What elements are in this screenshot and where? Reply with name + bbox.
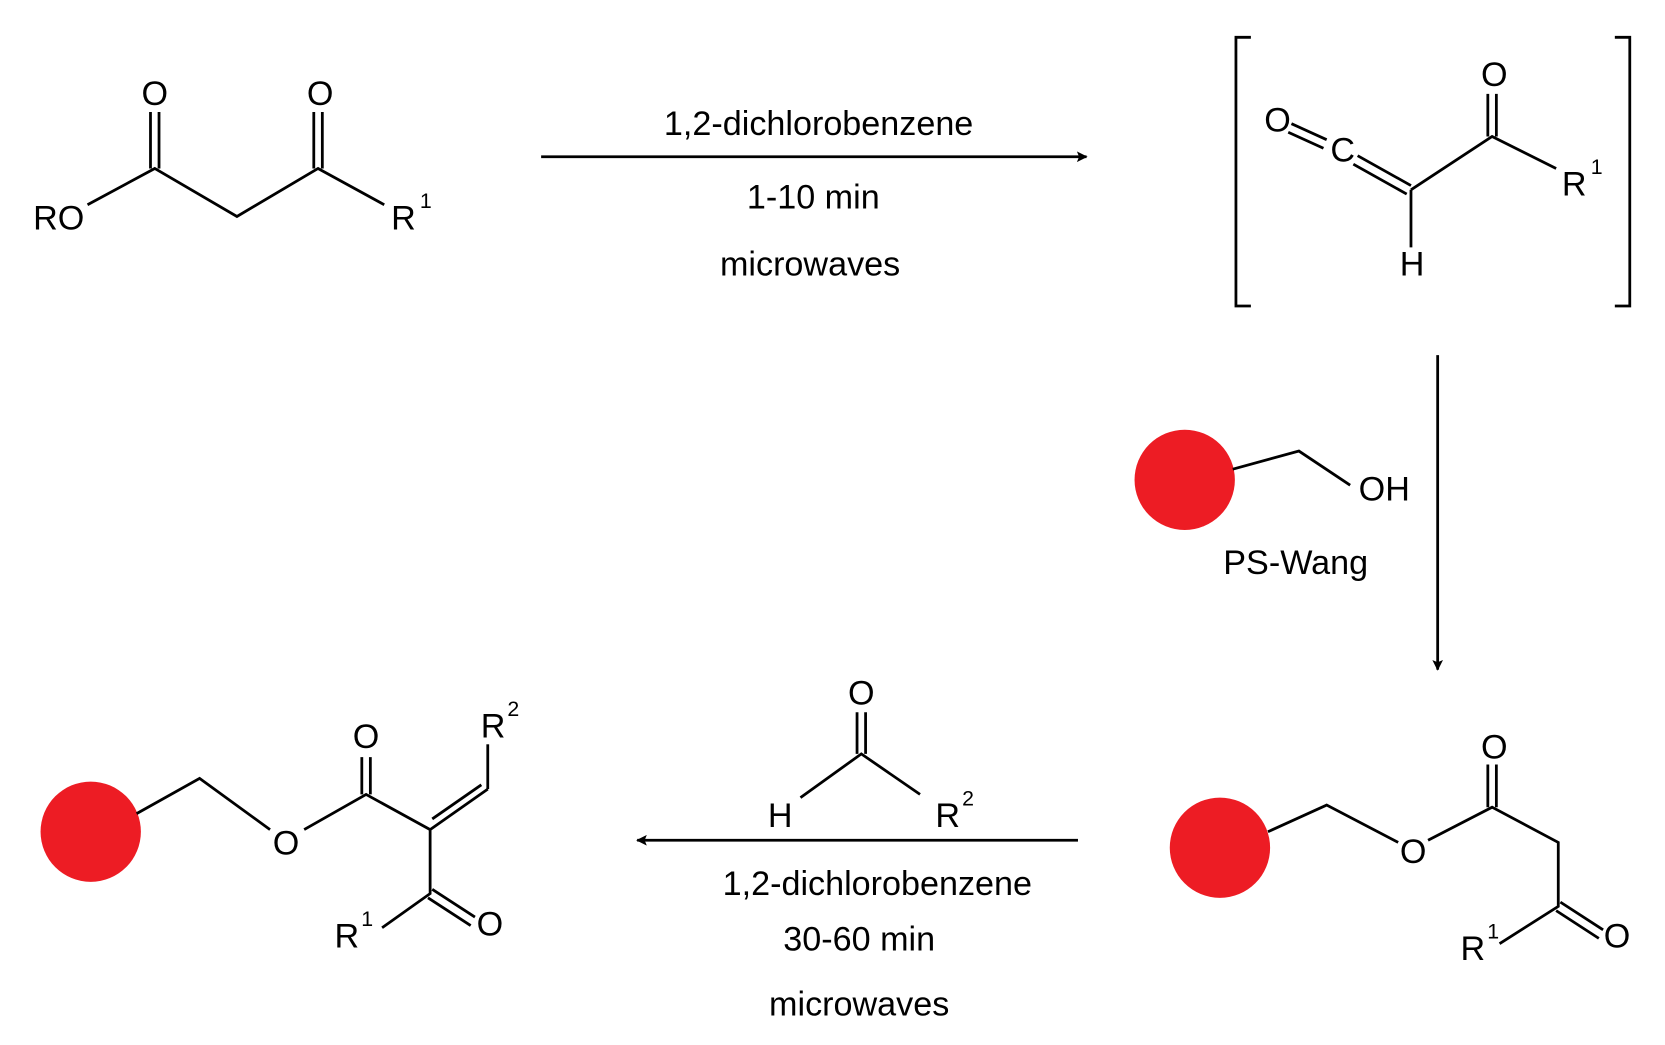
ketene-intermediate: O C H O R 1 bbox=[1234, 35, 1632, 308]
right-bracket bbox=[1614, 35, 1632, 308]
r2-superscript: 2 bbox=[962, 786, 974, 810]
oxygen-label: O bbox=[141, 75, 168, 113]
oxygen-label: O bbox=[353, 718, 380, 756]
ester-oxygen-label: O bbox=[1400, 833, 1427, 871]
r1-label: R bbox=[391, 200, 416, 238]
resin-bead bbox=[40, 781, 141, 882]
aldehyde-oxygen-label: O bbox=[848, 674, 875, 712]
r1-superscript: 1 bbox=[361, 907, 373, 931]
oxygen-label: O bbox=[1264, 102, 1291, 140]
carbon-label: C bbox=[1330, 132, 1355, 170]
resin-bead bbox=[1134, 429, 1235, 530]
step1-time: 1-10 min bbox=[747, 178, 880, 216]
r1-superscript: 1 bbox=[1487, 920, 1499, 944]
ps-wang-label: PS-Wang bbox=[1223, 544, 1368, 582]
step3-arrow: O H R 2 1,2-dichlorobenzene 30-60 min mi… bbox=[636, 674, 1078, 1024]
ro-label: RO bbox=[33, 200, 84, 238]
ester-oxygen-label: O bbox=[273, 825, 300, 863]
oxygen-label: O bbox=[1481, 56, 1508, 94]
step1-solvent: 1,2-dichlorobenzene bbox=[664, 105, 973, 143]
r2-label: R bbox=[481, 707, 506, 745]
r2-superscript: 2 bbox=[507, 697, 519, 721]
oxygen-label: O bbox=[1481, 729, 1508, 767]
r1-superscript: 1 bbox=[420, 189, 432, 213]
step2-arrow: OH PS-Wang bbox=[1134, 355, 1443, 671]
r2-label: R bbox=[935, 797, 960, 835]
r1-label: R bbox=[335, 917, 360, 955]
step1-arrow: 1,2-dichlorobenzene 1-10 min microwaves bbox=[541, 105, 1088, 284]
step3-conditions: microwaves bbox=[769, 986, 949, 1024]
r1-label: R bbox=[1562, 166, 1587, 204]
step3-time: 30-60 min bbox=[783, 921, 935, 959]
hydroxyl-label: OH bbox=[1359, 471, 1410, 509]
product-knoevenagel-adduct: O O O R 1 R 2 bbox=[40, 697, 519, 955]
oxygen-label: O bbox=[477, 906, 504, 944]
aldehyde-hydrogen-label: H bbox=[768, 797, 793, 835]
left-bracket bbox=[1234, 35, 1251, 308]
step3-solvent: 1,2-dichlorobenzene bbox=[723, 865, 1032, 903]
r1-superscript: 1 bbox=[1591, 155, 1603, 179]
resin-bead bbox=[1169, 797, 1271, 898]
step1-conditions: microwaves bbox=[720, 246, 900, 284]
reactant-beta-keto-ester: RO O O R 1 bbox=[33, 75, 432, 238]
oxygen-label: O bbox=[307, 75, 334, 113]
r1-label: R bbox=[1461, 930, 1486, 968]
resin-bound-ester: O O O R 1 bbox=[1169, 729, 1631, 968]
hydrogen-label: H bbox=[1400, 246, 1425, 284]
oxygen-label: O bbox=[1604, 917, 1631, 955]
